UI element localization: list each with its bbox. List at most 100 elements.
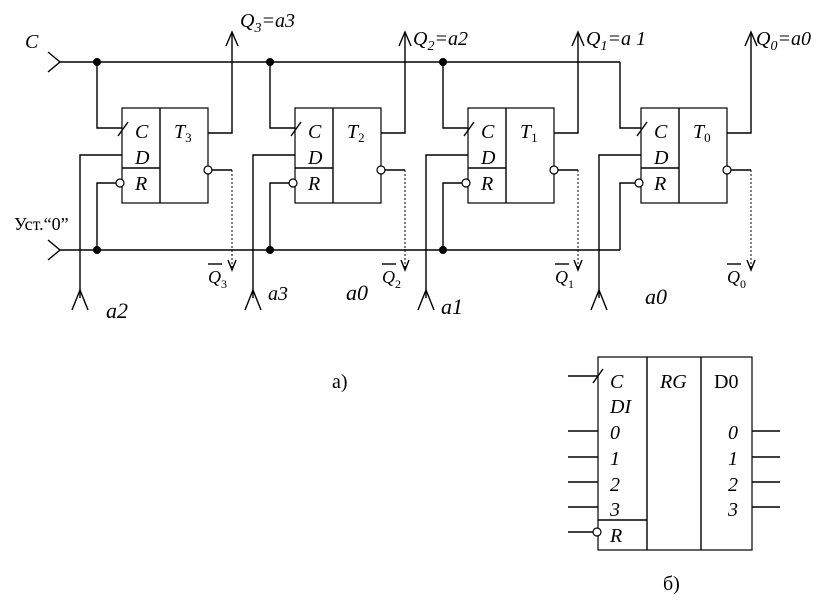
pin-r-label: R: [480, 173, 493, 195]
pin-d-label: D: [134, 147, 150, 169]
pin-c-label: C: [654, 121, 668, 143]
nq-inversion-bubble: [203, 165, 213, 175]
q-output-arrow: [744, 30, 758, 47]
reset-inversion-bubble: [592, 527, 602, 537]
trigger-t0: C D R T0 Q0=a0 Q0: [590, 28, 811, 311]
nq-output-arrow: [227, 259, 237, 272]
trigger-t1: C D R T1 Q1=a 1 Q1 a1: [417, 28, 646, 319]
trigger-name: T3: [174, 121, 192, 145]
clock-input-arrow: [47, 51, 62, 73]
pin-r-label: R: [134, 173, 147, 195]
trigger-body: [467, 107, 555, 204]
pin-out3-label: 3: [727, 499, 738, 521]
nq-output-arrow: [573, 259, 583, 272]
trigger-t2: C D R T2 Q2=a2 Q2 a3: [244, 28, 468, 311]
clock-wire: [442, 62, 468, 129]
reset-inversion-bubble: [634, 178, 644, 188]
d-input-arrow: [590, 288, 608, 311]
reset-wire: [269, 182, 290, 250]
nq-inversion-bubble: [722, 165, 732, 175]
reset-wire: [442, 182, 463, 250]
register-output-header: D0: [714, 371, 738, 393]
q-output-wire: [381, 34, 406, 134]
d-input-wire: [79, 154, 122, 298]
nq-output-label: Q2: [382, 267, 401, 291]
pin-in3-label: 3: [609, 499, 620, 521]
pin-r-label: R: [653, 173, 666, 195]
reset-label: Уст.“0”: [14, 214, 69, 234]
q-output-label: Q1=a 1: [586, 28, 646, 54]
pin-r-label: R: [307, 173, 320, 195]
a0-label-middle: a0: [346, 280, 368, 305]
pin-c-label: C: [610, 371, 624, 393]
register-title: RG: [659, 371, 687, 393]
nq-output-label: Q1: [555, 267, 574, 291]
reset-wire: [619, 182, 636, 250]
trigger-body: [294, 107, 382, 204]
clock-label: C: [25, 31, 39, 53]
pin-c-label: C: [481, 121, 495, 143]
nq-inversion-bubble: [376, 165, 386, 175]
q-output-wire: [208, 34, 233, 134]
edge-marker: [636, 121, 648, 137]
pin-in0-label: 0: [610, 422, 620, 444]
nq-output-arrow: [746, 259, 756, 272]
pin-d-label: D: [307, 147, 323, 169]
trigger-name: T2: [347, 121, 365, 145]
d-input-wire: [425, 154, 468, 298]
q-output-arrow: [398, 30, 412, 47]
edge-marker: [592, 368, 604, 384]
caption-a: а): [332, 371, 348, 393]
q-output-wire: [554, 34, 579, 134]
q-output-label: Q2=a2: [413, 28, 468, 54]
d-input-label: a3: [268, 283, 288, 305]
d-input-arrow: [417, 288, 435, 311]
pin-in1-label: 1: [610, 448, 620, 470]
trigger-name: T1: [520, 121, 538, 145]
trigger-body: [640, 107, 728, 204]
pin-r-label: R: [609, 525, 622, 547]
d-input-label: a1: [441, 294, 463, 319]
pin-d-label: D: [480, 147, 496, 169]
nq-output-label: Q3: [208, 267, 227, 291]
pin-c-label: C: [135, 121, 149, 143]
nq-output-label: Q0: [727, 267, 746, 291]
d-input-wire: [598, 154, 641, 298]
trigger-t3: C D R T3 Q3=a3 Q3 a2: [71, 10, 295, 323]
q-output-label: Q0=a0: [756, 28, 811, 54]
nq-inversion-bubble: [549, 165, 559, 175]
q-output-label: Q3=a3: [240, 10, 295, 36]
pin-di-label: DI: [609, 396, 632, 418]
clock-wire: [269, 62, 295, 129]
edge-marker: [117, 121, 129, 137]
a0-label-right: a0: [645, 284, 667, 309]
q-output-arrow: [225, 30, 239, 47]
reset-inversion-bubble: [115, 178, 125, 188]
register-symbol: RG D0 C DI 0 1 2 3 R 0 1 2 3 б): [568, 356, 780, 595]
pin-in2-label: 2: [610, 474, 620, 496]
reset-inversion-bubble: [288, 178, 298, 188]
trigger-name: T0: [693, 121, 711, 145]
reset-wire: [96, 182, 117, 250]
caption-b: б): [663, 573, 680, 595]
reset-input-arrow: [47, 239, 62, 261]
edge-marker: [463, 121, 475, 137]
d-input-label: a2: [106, 298, 128, 323]
clock-wire: [619, 62, 641, 129]
pin-c-label: C: [308, 121, 322, 143]
pin-out0-label: 0: [728, 422, 738, 444]
clock-wire: [96, 62, 122, 129]
d-input-arrow: [244, 288, 262, 311]
register-body: [597, 356, 753, 551]
q-output-arrow: [571, 30, 585, 47]
reset-inversion-bubble: [461, 178, 471, 188]
d-input-wire: [252, 154, 295, 298]
shift-register-schematic: C Уст.“0” C D R T3: [14, 10, 811, 393]
pin-d-label: D: [653, 147, 669, 169]
d-input-arrow: [71, 288, 89, 311]
q-output-wire: [727, 34, 752, 134]
trigger-body: [121, 107, 209, 204]
edge-marker: [290, 121, 302, 137]
pin-out2-label: 2: [728, 474, 738, 496]
